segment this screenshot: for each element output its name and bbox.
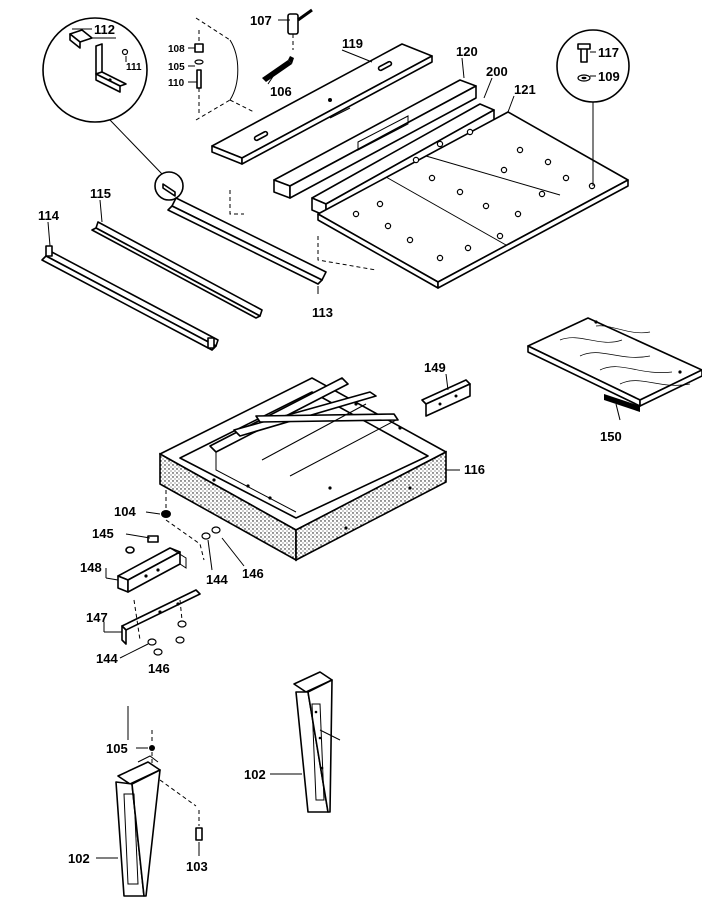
callout-120: 120 xyxy=(456,44,478,59)
callout-144-lower: 144 xyxy=(96,651,118,666)
leg-102-right xyxy=(293,671,341,813)
rail-120 xyxy=(273,79,477,199)
bar-147 xyxy=(121,589,201,645)
assembly-lines-upper xyxy=(229,99,377,271)
callout-146-lower: 146 xyxy=(148,661,170,676)
rail-114 xyxy=(41,245,219,351)
lock-pin-107 xyxy=(287,8,313,50)
callout-103: 103 xyxy=(186,859,208,874)
table-holes xyxy=(352,128,596,262)
callout-149: 149 xyxy=(424,360,446,375)
table-top-121 xyxy=(317,111,629,289)
frame-116 xyxy=(159,377,447,562)
callout-116: 116 xyxy=(464,462,485,477)
callout-107: 107 xyxy=(250,13,272,28)
callout-labels: 112 111 107 108 105 110 106 119 120 200 … xyxy=(38,13,622,874)
foot-104 xyxy=(161,490,171,518)
callout-111: 111 xyxy=(126,62,142,73)
callout-110: 110 xyxy=(168,78,185,89)
callout-144-upper: 144 xyxy=(206,572,228,587)
callout-114: 114 xyxy=(38,208,60,223)
bracket-148 xyxy=(117,547,187,593)
callout-109: 109 xyxy=(598,69,620,84)
callout-102-left: 102 xyxy=(68,851,90,866)
washers-144-146-upper xyxy=(165,519,221,561)
rail-115 xyxy=(91,221,263,319)
bolt-103 xyxy=(159,779,203,841)
screw-105-lower xyxy=(127,706,155,764)
callout-146-upper: 146 xyxy=(242,566,264,581)
frame-holes xyxy=(212,402,412,530)
leg-102-left xyxy=(115,755,161,897)
detail-circle-right xyxy=(556,29,630,186)
detail-circle-center xyxy=(194,17,239,121)
leader-lines xyxy=(47,19,621,859)
side-rail-113 xyxy=(167,197,327,294)
callout-102-right: 102 xyxy=(244,767,266,782)
bracket-149 xyxy=(421,379,471,417)
callout-200: 200 xyxy=(486,64,508,79)
bracket-112 xyxy=(69,29,129,93)
wood-board-150 xyxy=(527,317,702,412)
detail-circle-left xyxy=(42,17,184,201)
fence-plate-119 xyxy=(211,43,433,165)
callout-112: 112 xyxy=(94,22,115,37)
callout-105-lower: 105 xyxy=(106,741,128,756)
callout-106: 106 xyxy=(270,84,292,99)
callout-145: 145 xyxy=(92,526,114,541)
callout-115: 115 xyxy=(90,186,111,201)
callout-147: 147 xyxy=(86,610,108,625)
callout-105-upper: 105 xyxy=(168,62,185,73)
callout-117: 117 xyxy=(598,45,619,60)
callout-150: 150 xyxy=(600,429,622,444)
washers-144-146-lower xyxy=(133,599,187,656)
allen-key-106 xyxy=(262,56,294,82)
callout-119: 119 xyxy=(342,36,363,51)
callout-121: 121 xyxy=(514,82,536,97)
bolt-145 xyxy=(125,535,159,554)
callout-148: 148 xyxy=(80,560,102,575)
callout-108: 108 xyxy=(168,44,185,55)
callout-113: 113 xyxy=(312,305,333,320)
callout-104: 104 xyxy=(114,504,136,519)
